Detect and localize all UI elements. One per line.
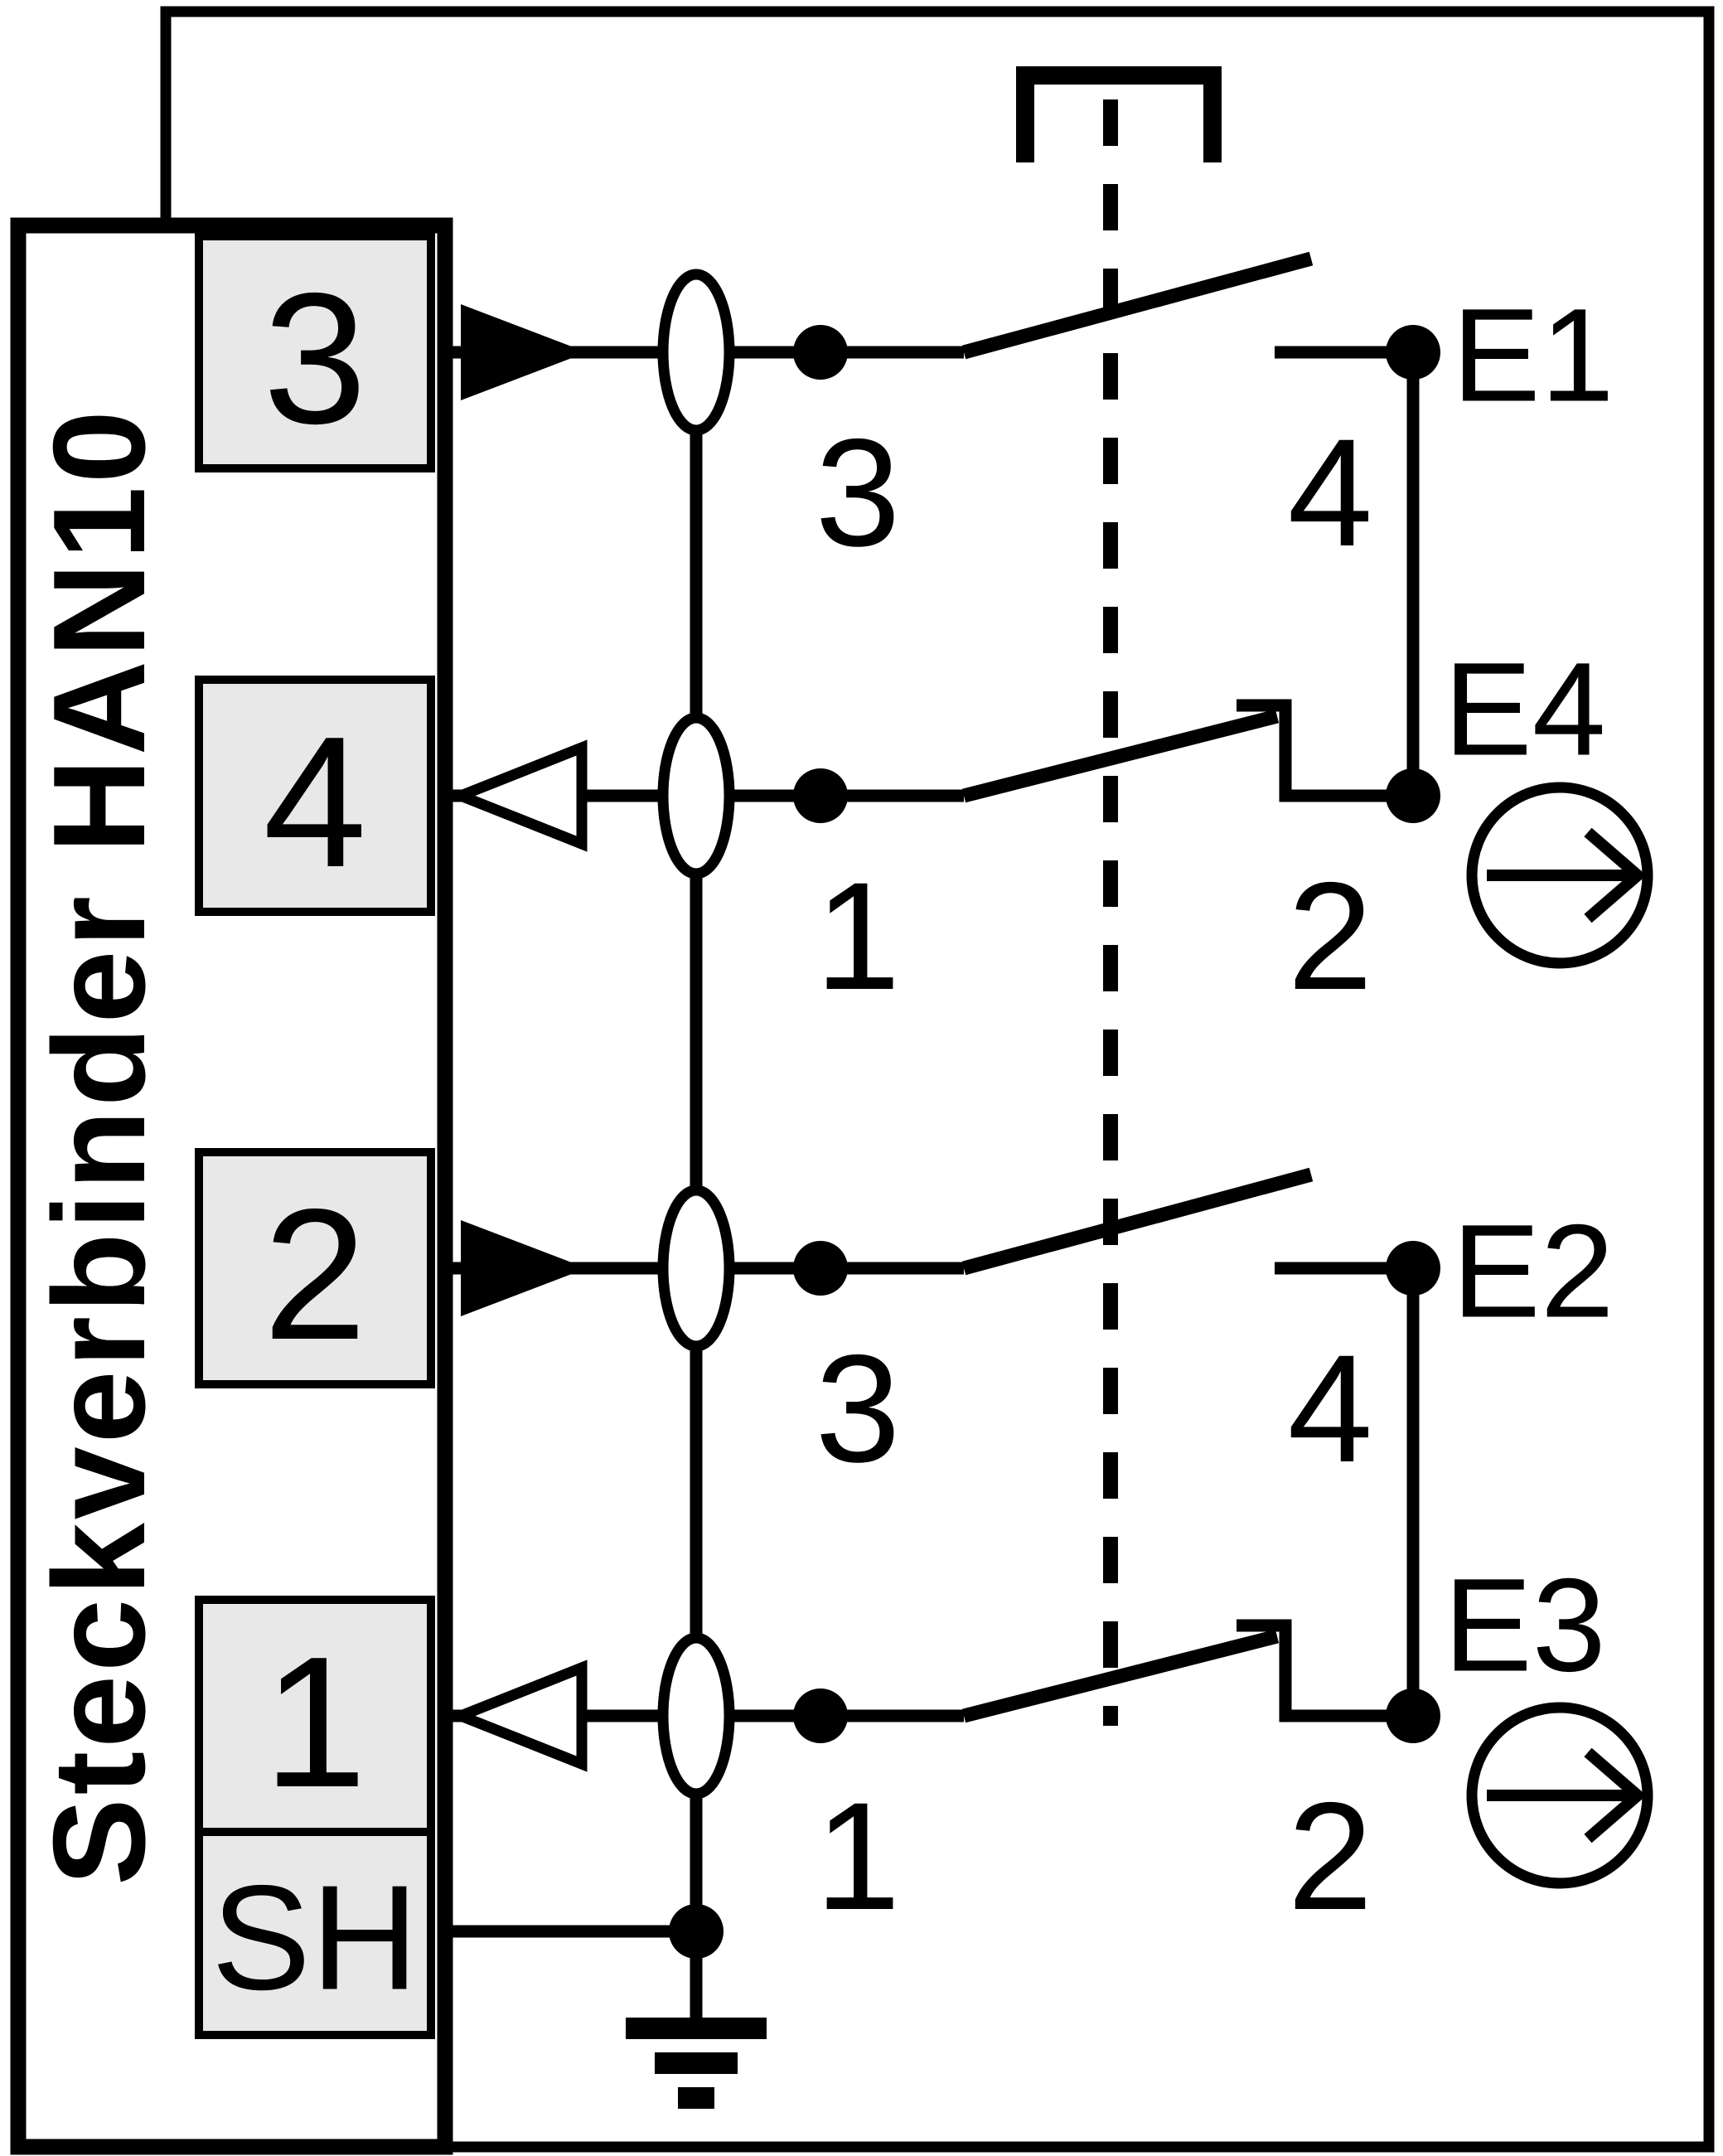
pin-4-box	[195, 676, 435, 916]
signal-out-arrow-icon	[461, 304, 587, 400]
pin-2-box	[195, 1148, 435, 1388]
e3-right-terminal-label: 2	[1288, 1771, 1373, 1942]
e3-nc-terminal	[1237, 1619, 1413, 1722]
e1-name-label: E1	[1452, 281, 1614, 429]
pin-sh-label: SH	[211, 1855, 419, 2022]
e2-name-label: E2	[1452, 1197, 1614, 1345]
pin-1-label: 1	[263, 1617, 366, 1826]
pin-1-box	[195, 1596, 435, 1836]
shield-clamps	[657, 269, 735, 1800]
shield-clamp-icon	[657, 1632, 735, 1800]
connector-pins: 3 4 2 1 SH	[195, 232, 435, 2039]
pin-4-label: 4	[263, 697, 366, 906]
switch-e4: 1 2 E4	[793, 635, 1653, 1022]
pin-box-1: 1	[195, 1596, 435, 1836]
e2-right-terminal-label: 4	[1288, 1324, 1373, 1495]
e3-wire-junction-dot	[793, 1688, 848, 1743]
pin-box-2: 2	[195, 1148, 435, 1388]
signal-in-arrow-icon	[446, 739, 588, 852]
e1-left-terminal-label: 3	[816, 408, 901, 579]
pin-3-box	[195, 232, 435, 472]
mechanical-link	[1016, 66, 1222, 1726]
e4-blade	[961, 709, 1280, 803]
pin-box-4: 4	[195, 676, 435, 916]
e4-wire-junction-dot	[793, 768, 848, 823]
connector-title: Steckverbinder HAN10	[27, 407, 172, 1886]
pin-3-label: 3	[263, 254, 366, 463]
e2-wire-junction-dot	[793, 1241, 848, 1296]
e1-right-terminal-label: 4	[1288, 408, 1373, 579]
pin-box-3: 3	[195, 232, 435, 472]
e1-blade	[961, 251, 1314, 360]
e4-terminal-dot	[1386, 768, 1440, 823]
e3-blade	[961, 1629, 1280, 1723]
e4-left-terminal-label: 1	[816, 851, 901, 1022]
sh-junction-dot	[669, 1904, 724, 1959]
shield-clamp-icon	[657, 1185, 735, 1352]
e3-name-label: E3	[1444, 1551, 1606, 1699]
direction-arrows	[446, 304, 588, 1772]
e1-wire-junction-dot	[793, 325, 848, 380]
pin-box-sh: SH	[195, 1828, 435, 2039]
signal-in-arrow-icon	[446, 1659, 588, 1772]
actuation-direction-icon	[1466, 1702, 1653, 1889]
actuator-bracket-icon	[1016, 66, 1222, 162]
e2-blade	[961, 1167, 1314, 1276]
e4-nc-terminal	[1237, 699, 1413, 802]
shield-clamp-icon	[657, 269, 735, 436]
e4-right-terminal-label: 2	[1288, 851, 1373, 1022]
e3-terminal-dot	[1386, 1688, 1440, 1743]
ground-symbol	[626, 1904, 767, 2109]
e3-left-terminal-label: 1	[816, 1771, 901, 1942]
pin-2-label: 2	[263, 1170, 366, 1378]
switch-e3: 1 2 E3	[793, 1551, 1653, 1942]
actuation-direction-icon	[1466, 782, 1653, 969]
switch-e2: 3 4 E2	[793, 1167, 1614, 1495]
switch-e1: 3 4 E1	[793, 251, 1614, 579]
e2-left-terminal-label: 3	[816, 1324, 901, 1495]
signal-out-arrow-icon	[461, 1220, 587, 1316]
e4-name-label: E4	[1444, 635, 1606, 783]
shield-clamp-icon	[657, 712, 735, 879]
pin-sh-box	[195, 1828, 435, 2039]
